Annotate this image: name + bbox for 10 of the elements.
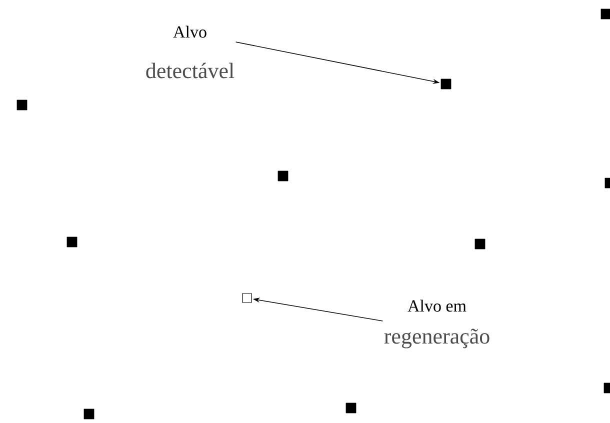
text-label: Alvo em regeneração — [384, 300, 490, 348]
filled-square — [600, 8, 610, 20]
filled-square — [278, 170, 288, 182]
filled-square — [474, 238, 486, 250]
text-label: Alvo detectável — [146, 26, 234, 78]
filled-square — [84, 408, 94, 420]
filled-square — [16, 100, 28, 110]
filled-square — [66, 236, 78, 248]
filled-square — [346, 402, 356, 414]
hollow-square — [242, 293, 252, 303]
